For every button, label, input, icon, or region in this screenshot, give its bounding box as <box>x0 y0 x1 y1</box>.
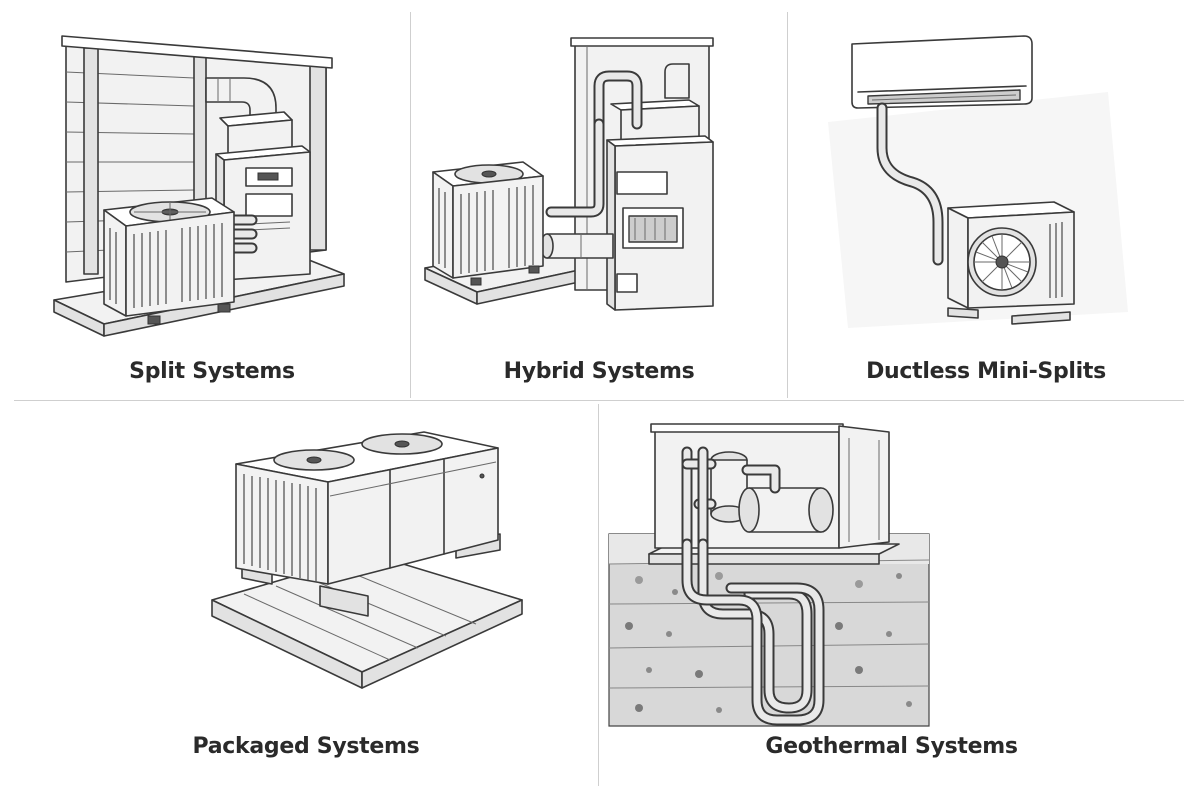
caption-geothermal-systems: Geothermal Systems <box>765 734 1018 759</box>
condenser-slats <box>109 223 223 308</box>
divider-top-vertical-1 <box>410 12 411 398</box>
caption-ductless-mini-splits: Ductless Mini-Splits <box>866 359 1106 384</box>
divider-bottom-vertical <box>598 404 599 786</box>
divider-top-vertical-2 <box>787 12 788 398</box>
panel-split-systems: Split Systems <box>14 12 410 398</box>
panel-ductless-mini-splits: Ductless Mini-Splits <box>788 12 1184 398</box>
packaged-unit-slats <box>243 474 317 582</box>
caption-packaged-systems: Packaged Systems <box>192 734 420 759</box>
panel-geothermal-systems: Geothermal Systems <box>599 404 1184 786</box>
hybrid-condenser-slats <box>438 185 534 274</box>
caption-split-systems: Split Systems <box>129 359 295 384</box>
caption-hybrid-systems: Hybrid Systems <box>503 359 695 384</box>
divider-horizontal <box>14 400 1184 401</box>
ductless-mini-split-illustration <box>828 35 1128 328</box>
panel-hybrid-systems: Hybrid Systems <box>411 12 787 398</box>
geothermal-system-illustration <box>608 423 930 727</box>
split-system-illustration <box>53 35 345 337</box>
panel-packaged-systems: Packaged Systems <box>14 404 598 786</box>
hybrid-system-illustration <box>424 37 714 311</box>
packaged-system-illustration <box>211 431 523 689</box>
